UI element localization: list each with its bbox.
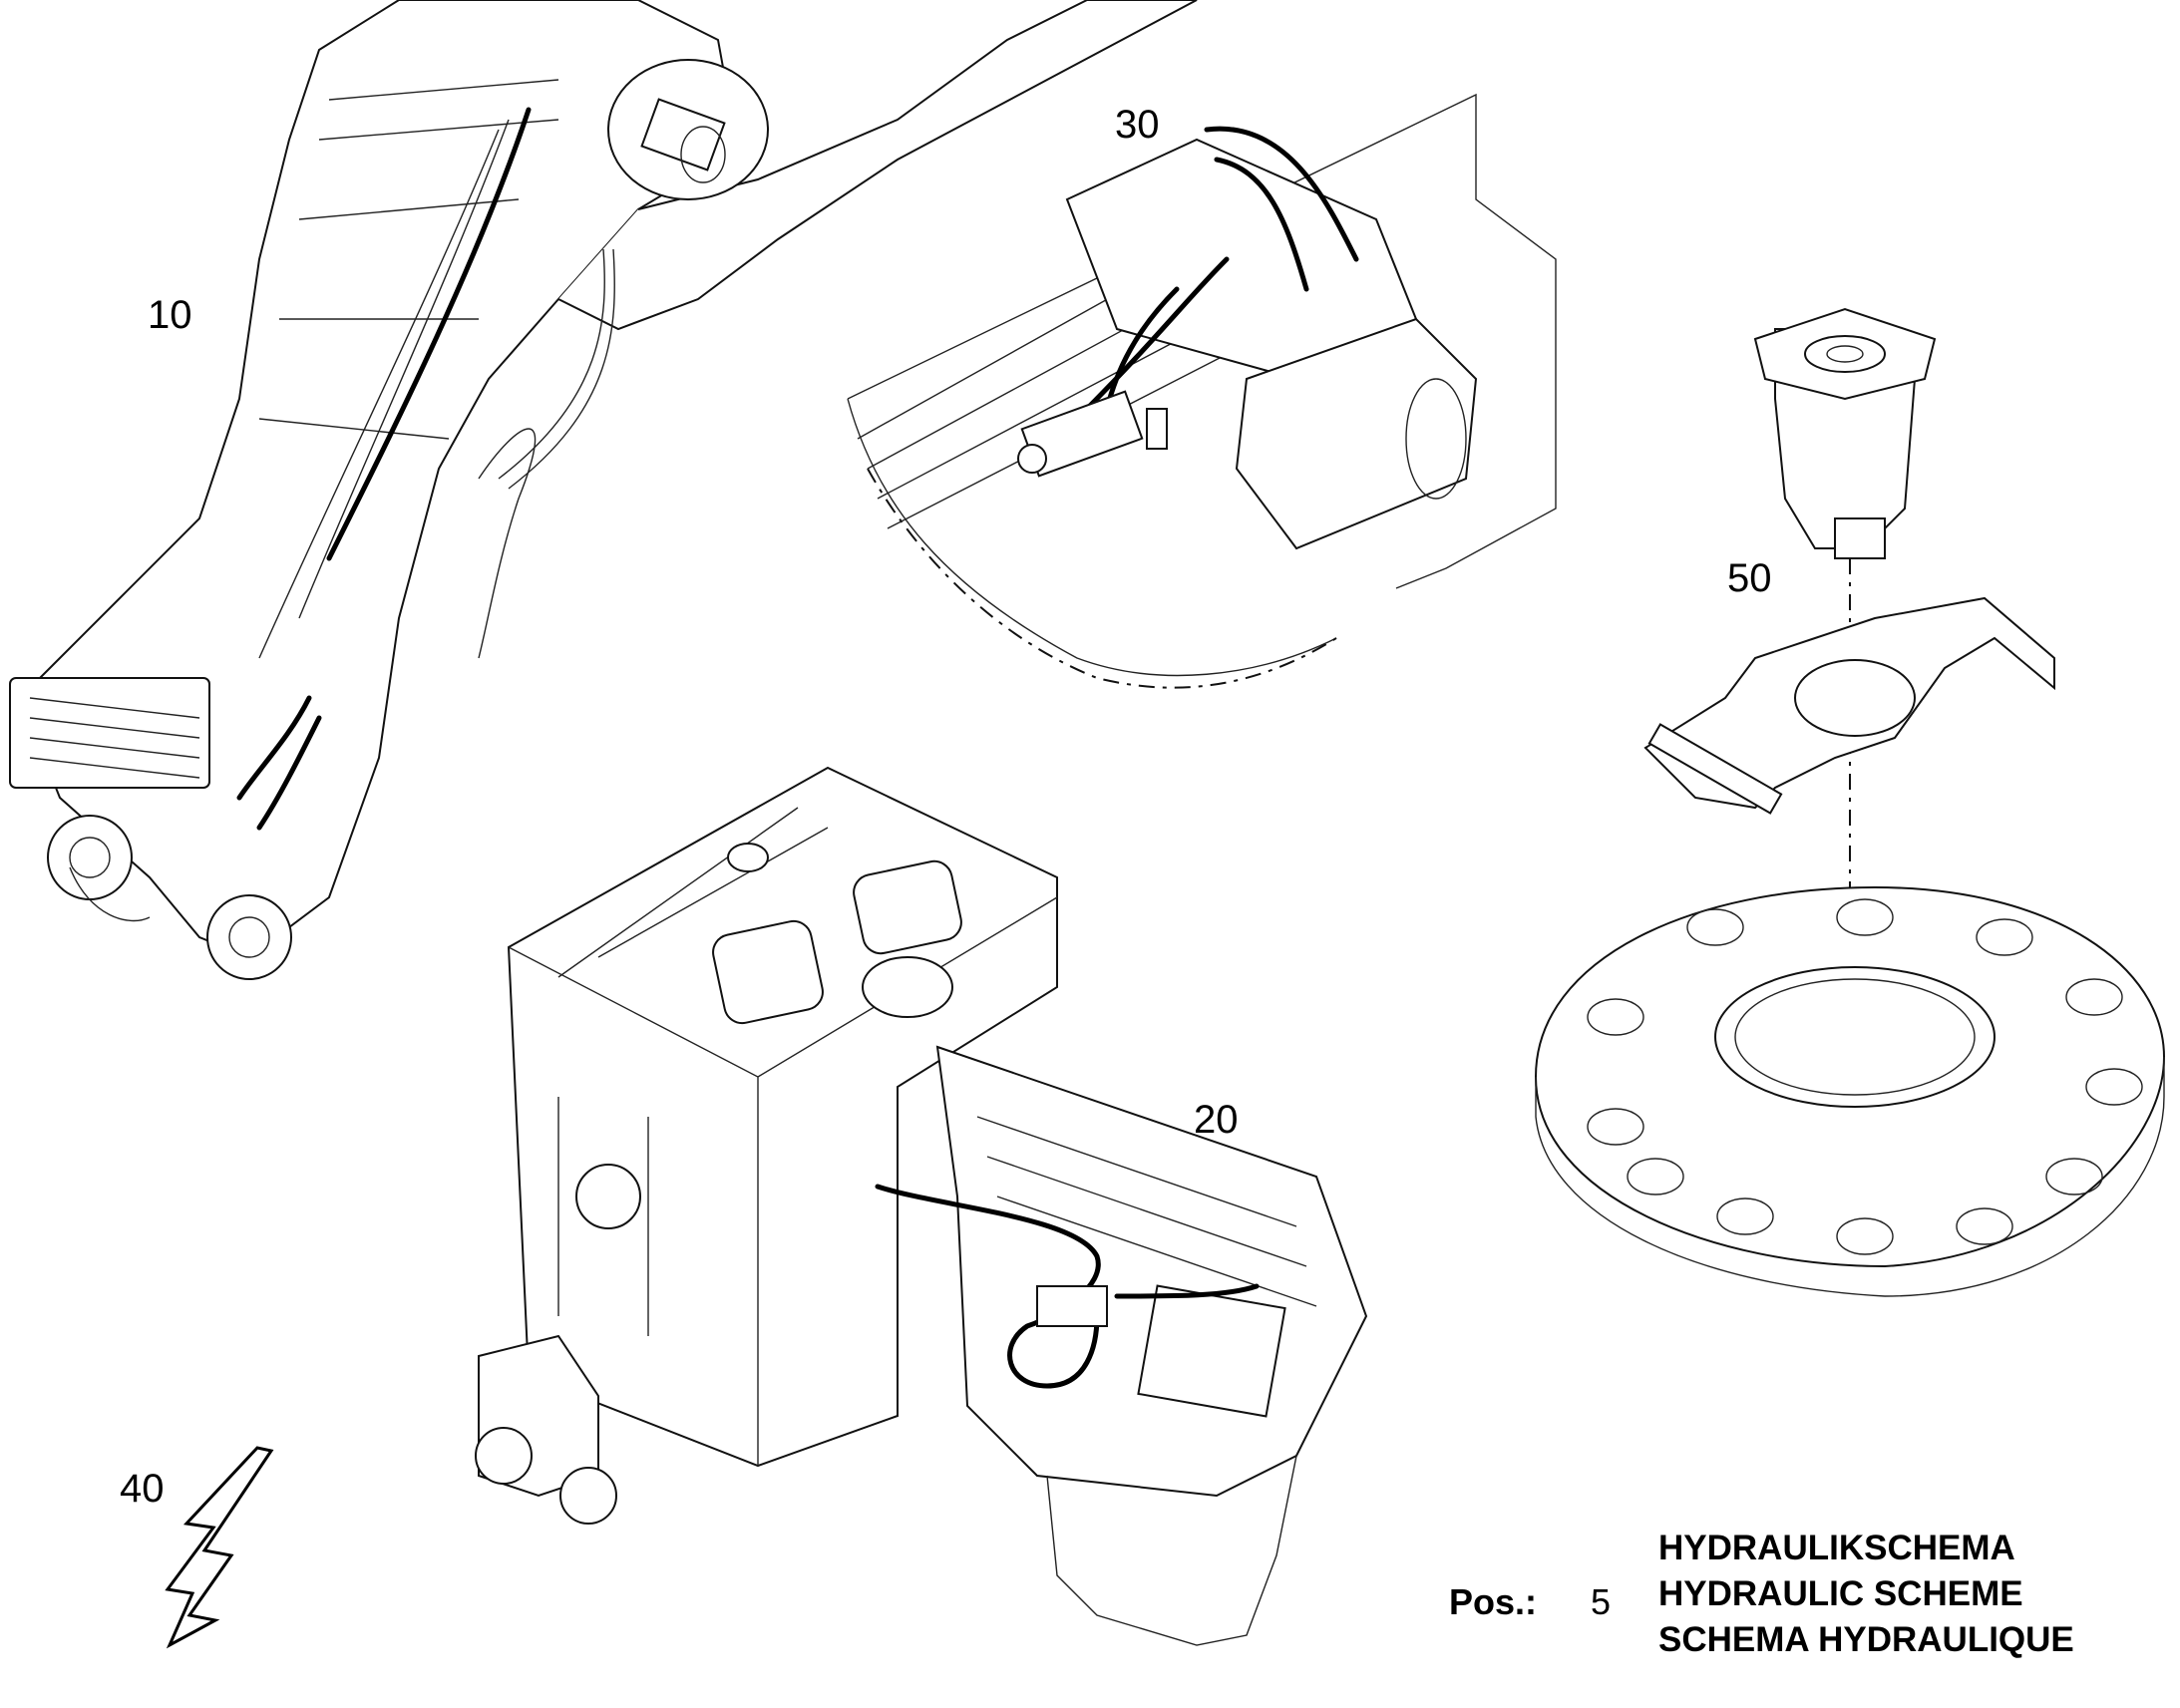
valve-detail [847,93,1557,689]
callout-30: 30 [1115,103,1160,147]
callout-10: 10 [148,293,192,337]
position-value: 5 [1591,1581,1612,1622]
callout-50: 50 [1727,556,1772,600]
callout-40: 40 [120,1467,165,1511]
boom-assembly [9,0,1198,980]
slewing-assembly [1534,307,2166,1297]
position-label: Pos.: [1449,1581,1538,1622]
title-german: HYDRAULIKSCHEMA [1658,1529,2015,1567]
callout-20: 20 [1194,1098,1239,1142]
title-english: HYDRAULIC SCHEME [1658,1574,2023,1613]
title-french: SCHEMA HYDRAULIQUE [1658,1620,2074,1659]
tank-assembly [475,766,1368,1646]
lightning-bolt-icon [165,1446,274,1649]
title-block: HYDRAULIKSCHEMA HYDRAULIC SCHEME SCHEMA … [1658,1526,2074,1663]
